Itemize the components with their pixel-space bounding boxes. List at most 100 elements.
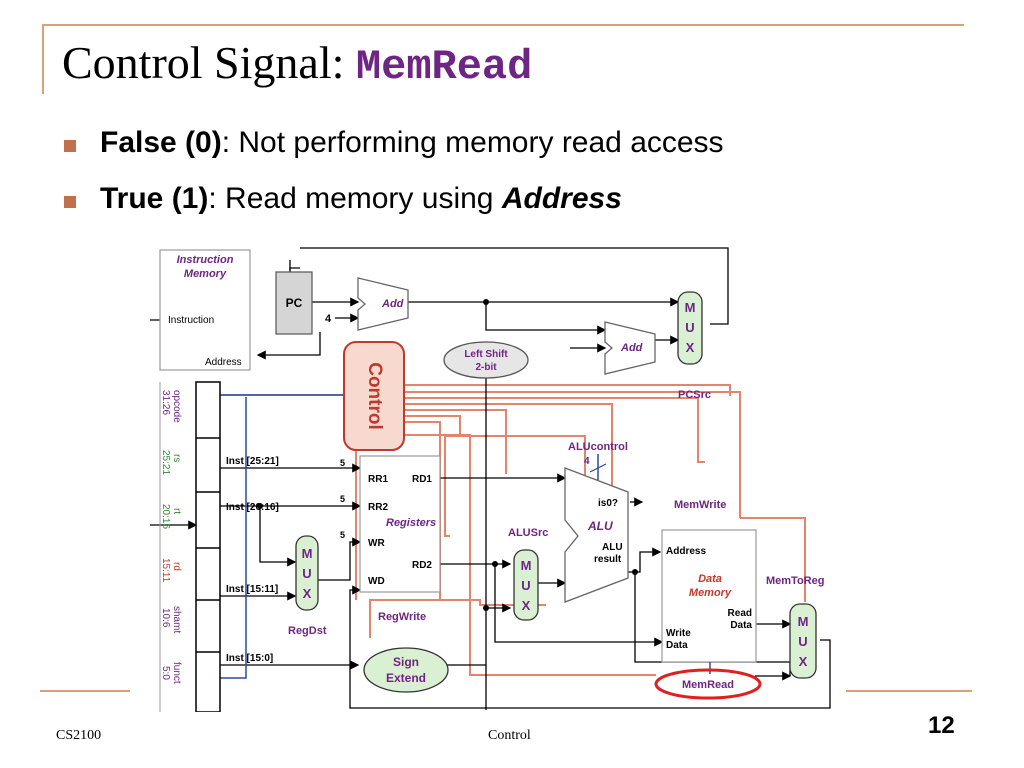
svg-text:shamt: shamt xyxy=(171,606,182,633)
left-shift: Left Shift 2-bit xyxy=(443,341,529,379)
svg-text:Memory: Memory xyxy=(689,587,732,599)
svg-text:M: M xyxy=(521,558,532,573)
svg-text:20:16: 20:16 xyxy=(160,504,171,529)
svg-text:Left Shift: Left Shift xyxy=(464,349,508,360)
svg-text:Data: Data xyxy=(730,620,752,631)
field-labels: opcode 31:26 rs 25:21 rt 20:16 rd 15:11 … xyxy=(160,390,182,684)
svg-text:M: M xyxy=(798,614,809,629)
svg-text:Address: Address xyxy=(666,546,706,557)
svg-text:Data: Data xyxy=(666,640,688,651)
svg-text:31:26: 31:26 xyxy=(160,390,171,415)
constant-four: 4 xyxy=(325,313,332,325)
svg-text:5: 5 xyxy=(340,458,345,468)
svg-text:M: M xyxy=(302,546,313,561)
svg-text:Inst [15:11]: Inst [15:11] xyxy=(226,584,278,595)
regdst-label: RegDst xyxy=(288,625,327,637)
svg-text:15:11: 15:11 xyxy=(160,558,171,583)
svg-text:Add: Add xyxy=(381,298,404,310)
svg-text:ALU: ALU xyxy=(602,542,623,553)
svg-text:RR1: RR1 xyxy=(368,474,388,485)
svg-text:ALU: ALU xyxy=(587,519,613,533)
page-number: 12 xyxy=(928,712,955,739)
pcsrc-label: PCSrc xyxy=(678,389,711,401)
bus-width-labels: 5 5 5 xyxy=(340,458,345,540)
slide-title: Control Signal: MemRead xyxy=(62,37,533,91)
svg-text:U: U xyxy=(685,320,694,335)
footer-topic: Control xyxy=(488,728,531,743)
svg-text:Write: Write xyxy=(666,628,691,639)
mux-regdst: M U X xyxy=(295,535,319,611)
svg-text:U: U xyxy=(798,634,807,649)
svg-text:5: 5 xyxy=(340,494,345,504)
svg-text:rt: rt xyxy=(171,508,182,514)
svg-text:10:6: 10:6 xyxy=(160,608,171,628)
memread-highlight xyxy=(654,668,762,700)
title-signal: MemRead xyxy=(355,43,533,91)
svg-text:X: X xyxy=(686,340,695,355)
svg-text:Inst [25:21]: Inst [25:21] xyxy=(226,456,279,467)
svg-text:5: 5 xyxy=(340,530,345,540)
svg-text:X: X xyxy=(799,654,808,669)
svg-text:25:21: 25:21 xyxy=(160,450,171,475)
footer-line-left xyxy=(40,690,130,692)
alu: is0? ALU ALU result xyxy=(564,467,629,603)
svg-text:Instruction: Instruction xyxy=(168,315,214,326)
adder-pc: Add xyxy=(357,277,409,331)
alucontrol-label: ALUcontrol xyxy=(568,441,628,453)
svg-text:5:0: 5:0 xyxy=(160,666,171,680)
svg-text:is0?: is0? xyxy=(598,498,618,509)
svg-text:Extend: Extend xyxy=(386,671,426,685)
footer-line-right xyxy=(846,690,972,692)
svg-text:X: X xyxy=(303,586,312,601)
datapath-diagram: Instruction Memory Instruction Address P… xyxy=(150,247,831,712)
inst-labels: Inst [25:21] Inst [20:16] Inst [15:11] I… xyxy=(226,456,279,664)
svg-text:Read: Read xyxy=(728,608,752,619)
svg-text:2-bit: 2-bit xyxy=(475,362,497,373)
data-memory: Address Data Memory Read Data Write Data xyxy=(661,529,757,663)
bullet-square-icon xyxy=(64,196,76,208)
svg-text:Memory: Memory xyxy=(184,268,227,280)
svg-text:RD1: RD1 xyxy=(412,474,432,485)
svg-text:Registers: Registers xyxy=(386,517,436,529)
adder-branch: Add xyxy=(604,321,656,375)
svg-text:RD2: RD2 xyxy=(412,560,432,571)
svg-text:X: X xyxy=(522,598,531,613)
svg-text:opcode: opcode xyxy=(171,390,182,423)
pc-register: PC xyxy=(275,271,313,335)
svg-text:U: U xyxy=(302,566,311,581)
svg-text:WD: WD xyxy=(368,576,385,587)
left-border xyxy=(42,24,44,94)
svg-text:Data: Data xyxy=(698,573,722,585)
svg-text:Control: Control xyxy=(364,362,385,430)
alusrc-label: ALUSrc xyxy=(508,527,548,539)
svg-text:result: result xyxy=(594,554,622,565)
mux-pcsrc: M U X xyxy=(677,291,703,365)
instruction-fields xyxy=(159,381,221,712)
control-unit: Control xyxy=(343,341,405,451)
memread-label: MemRead xyxy=(682,679,734,691)
svg-text:Inst [15:0]: Inst [15:0] xyxy=(226,653,273,664)
sign-extend: Sign Extend xyxy=(363,647,449,693)
instruction-memory: Instruction Memory Instruction Address xyxy=(159,249,251,371)
svg-text:PC: PC xyxy=(286,296,303,310)
alucontrol-width: 4 xyxy=(584,456,590,467)
bullet-square-icon xyxy=(64,140,76,152)
footer-course: CS2100 xyxy=(56,728,102,743)
svg-text:Address: Address xyxy=(205,357,242,368)
svg-text:WR: WR xyxy=(368,538,385,549)
mux-alusrc: M U X xyxy=(513,549,539,621)
mux-memtoreg: M U X xyxy=(789,603,817,679)
svg-text:M: M xyxy=(685,300,696,315)
svg-text:Sign: Sign xyxy=(393,655,419,669)
svg-text:Instruction: Instruction xyxy=(177,254,234,266)
svg-text:Inst [20:16]: Inst [20:16] xyxy=(226,502,279,513)
memwrite-label: MemWrite xyxy=(674,499,726,511)
regwrite-label: RegWrite xyxy=(378,611,426,623)
svg-text:rs: rs xyxy=(171,454,182,462)
svg-text:Add: Add xyxy=(620,342,643,354)
svg-text:rd: rd xyxy=(171,562,182,571)
memtoreg-label: MemToReg xyxy=(766,575,824,587)
svg-text:funct: funct xyxy=(171,662,182,684)
svg-text:U: U xyxy=(521,578,530,593)
register-file: RR1 RR2 WR WD RD1 RD2 Registers xyxy=(359,455,441,593)
